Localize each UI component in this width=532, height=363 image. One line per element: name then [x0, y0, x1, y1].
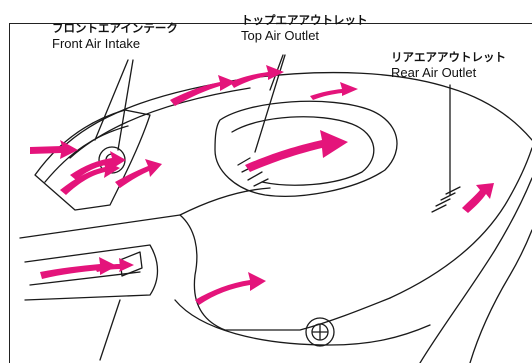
- helmet-side-profile: [19, 214, 391, 331]
- side-pivot-screw-inner: [311, 323, 329, 341]
- airflow-arrow-top-2: [230, 65, 284, 88]
- rear-air-outlet-label-en: Rear Air Outlet: [391, 64, 477, 80]
- rear-outlet-grille: [431, 186, 461, 213]
- airflow-arrow-front-3: [60, 160, 120, 195]
- side-pivot-screw: [305, 317, 335, 347]
- top-vent-recess: [214, 100, 398, 197]
- airflow-arrow-intake-1: [40, 257, 117, 279]
- airflow-arrow-top-outlet: [245, 130, 348, 172]
- rear-shell-line: [389, 147, 532, 299]
- front-air-intake-label-en: Front Air Intake: [52, 35, 141, 51]
- chin-guard-line: [24, 244, 159, 301]
- airflow-arrow-front-2: [70, 151, 126, 180]
- airflow-arrow-top-3: [310, 82, 358, 100]
- front-air-intake-label: フロントエアインテーク Front Air Intake: [52, 21, 178, 51]
- airflow-arrow-rear: [462, 183, 494, 213]
- illustration-frame: [9, 23, 532, 363]
- airflow-arrow-intake-2: [95, 258, 134, 272]
- airflow-arrow-front-4: [115, 159, 162, 188]
- rear-shell-line-3: [469, 229, 532, 363]
- airflow-arrow-cheek: [195, 272, 266, 305]
- visor-edge: [44, 125, 129, 183]
- top-vent-recess-inner: [231, 116, 375, 186]
- leader-front-2: [117, 59, 134, 151]
- helmet-shell-outline: [59, 71, 532, 151]
- leader-front-1: [94, 59, 129, 141]
- front-air-intake-label-ja: フロントエアインテーク: [52, 21, 178, 35]
- lower-side-line: [174, 299, 431, 346]
- top-air-outlet-label-en: Top Air Outlet: [241, 27, 320, 43]
- side-pivot-cross: [312, 324, 328, 340]
- top-air-outlet-label: トップエアアウトレット Top Air Outlet: [241, 13, 368, 43]
- rear-air-outlet-label: リアエアアウトレット Rear Air Outlet: [391, 50, 506, 80]
- airflow-arrow-front-1: [30, 140, 78, 159]
- temple-line: [179, 187, 271, 216]
- cheek-line: [99, 299, 121, 361]
- top-air-outlet-label-ja: トップエアアウトレット: [241, 13, 368, 27]
- airflow-arrow-top-1: [170, 75, 236, 106]
- rear-air-outlet-label-ja: リアエアアウトレット: [391, 50, 506, 64]
- rear-shell-line-2: [419, 177, 532, 363]
